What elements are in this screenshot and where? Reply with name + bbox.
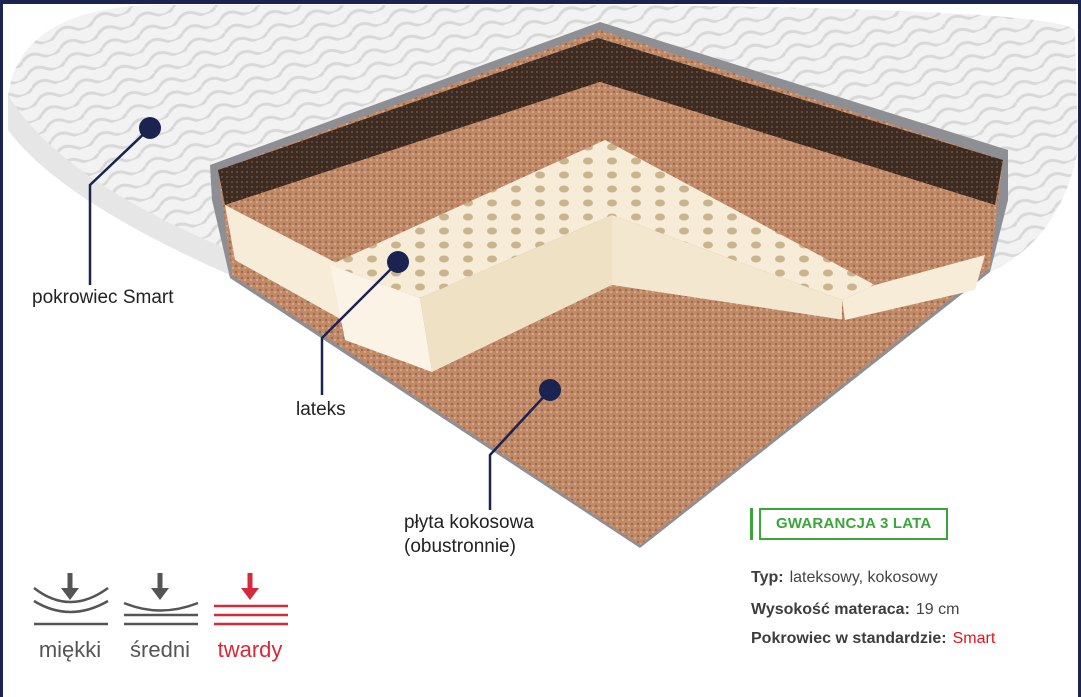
spec-key: Pokrowiec w standardzie: [751, 630, 947, 647]
spec-value: lateksowy, kokosowy [789, 569, 938, 586]
label-cover: pokrowiec Smart [32, 287, 174, 308]
coconut-top-layer [218, 38, 1003, 260]
spec-type: Typ: lateksowy, kokosowy [751, 569, 938, 587]
warranty-badge: GWARANCJA 3 LATA [750, 508, 949, 540]
label-latex: lateks [296, 399, 346, 420]
leader-lines [88, 127, 551, 510]
warranty-text: GWARANCJA 3 LATA [759, 508, 949, 540]
coconut-marker-dot [539, 379, 561, 401]
label-coconut: płyta kokosowa [404, 512, 534, 533]
hard-firmness-icon [214, 573, 288, 626]
spec-height: Wysokość materaca: 19 cm [751, 601, 959, 619]
firmness-label: twardy [217, 637, 283, 662]
firmness-label: miękki [38, 637, 102, 662]
spec-cover: Pokrowiec w standardzie: Smart [751, 630, 995, 648]
spec-key: Wysokość materaca: [751, 601, 910, 618]
firmness-label: średni [130, 637, 190, 662]
firmness-medium: średni [120, 568, 200, 663]
cover-marker-dot [139, 117, 161, 139]
firmness-hard: twardy [210, 568, 290, 663]
medium-firmness-icon [123, 573, 199, 626]
spec-value: Smart [952, 630, 996, 647]
spec-key: Typ: [751, 569, 784, 586]
soft-firmness-icon [33, 573, 109, 626]
spec-value: 19 cm [915, 601, 960, 618]
coconut-base-surface [432, 285, 845, 545]
firmness-soft: miękki [30, 568, 110, 663]
latex-marker-dot [387, 251, 409, 273]
label-coconut-sub: (obustronnie) [404, 536, 516, 557]
